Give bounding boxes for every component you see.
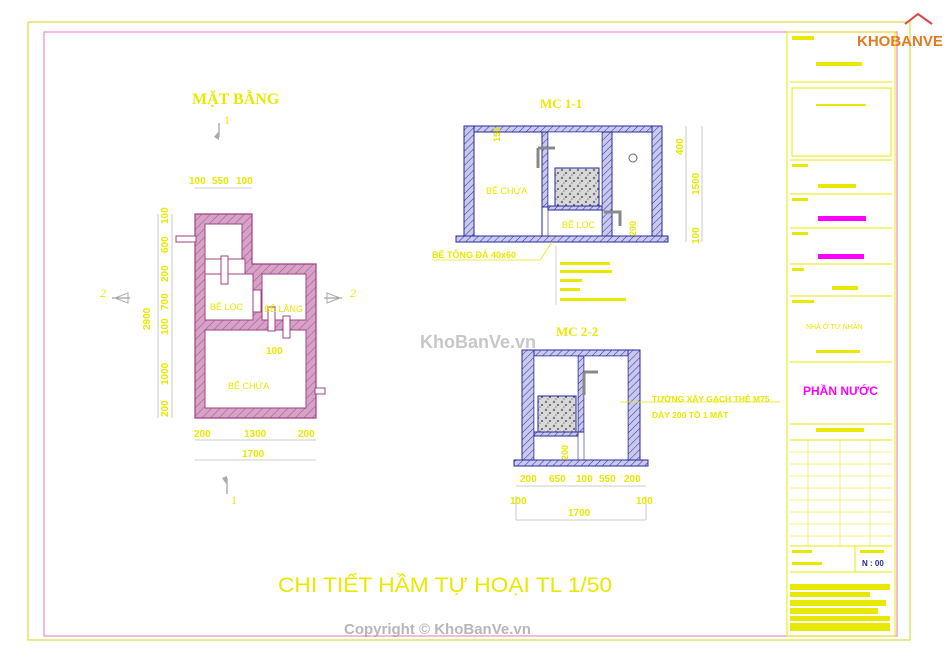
svg-text:200: 200 — [160, 265, 171, 282]
section11-label-storage: BỂ CHỨA — [486, 185, 527, 196]
brand-logo: KHOBANVE — [857, 12, 943, 50]
svg-text:1700: 1700 — [568, 508, 591, 519]
svg-text:BÊ TÔNG ĐÁ 40x60: BÊ TÔNG ĐÁ 40x60 — [432, 249, 516, 260]
svg-text:DÀY 200 TÔ 1 MẶT: DÀY 200 TÔ 1 MẶT — [652, 409, 729, 420]
titleblock-drawing-name: PHẦN NƯỚC — [803, 383, 878, 398]
section22-structure — [513, 349, 649, 467]
svg-text:200: 200 — [624, 474, 641, 485]
svg-text:2: 2 — [100, 286, 106, 300]
house-icon — [904, 12, 933, 25]
copyright-text: Copyright © KhoBanVe.vn — [344, 621, 531, 638]
plan-pipes — [175, 235, 326, 395]
plan-left-dimensions: 100 600 200 700 100 1000 200 2900 — [142, 207, 173, 418]
main-title: CHI TIẾT HẦM TỰ HOẠI TL 1/50 — [278, 574, 612, 597]
svg-text:400: 400 — [675, 138, 686, 155]
svg-text:100: 100 — [691, 227, 702, 244]
svg-text:1500: 1500 — [691, 172, 702, 195]
svg-text:600: 600 — [160, 236, 171, 253]
svg-text:1: 1 — [231, 493, 237, 507]
svg-text:100: 100 — [636, 496, 653, 507]
plan-walls — [194, 213, 317, 419]
svg-text:100: 100 — [236, 176, 253, 187]
plan-title: MẶT BẰNG — [192, 89, 280, 108]
svg-text:200: 200 — [160, 400, 171, 417]
inner-frame — [43, 31, 898, 637]
svg-text:700: 700 — [160, 293, 171, 310]
section11-dim-inner: 200 — [628, 221, 638, 236]
svg-text:650: 650 — [549, 474, 566, 485]
section11-structure — [455, 125, 669, 243]
svg-text:200: 200 — [520, 474, 537, 485]
section22-dim-inner: 200 — [560, 445, 570, 460]
section11-label-filter: BỂ LỌC — [562, 219, 596, 230]
section-mark-top: 1 — [214, 113, 230, 140]
section11-dim-top: 150 — [492, 127, 502, 142]
title-block — [786, 31, 896, 637]
svg-text:100: 100 — [510, 496, 527, 507]
logo-text: KHOBANVE — [857, 33, 943, 50]
plan-label-storage: BỂ CHỨA — [228, 380, 269, 391]
section22-bottom-dimensions: 200 650 100 550 200 100 100 1700 — [510, 474, 653, 521]
titleblock-owner: NHÀ Ở TƯ NHÂN — [806, 322, 863, 331]
section22-title: MC 2-2 — [556, 324, 598, 339]
svg-text:200: 200 — [298, 429, 315, 440]
section-mark-right: 2 — [324, 286, 356, 304]
titleblock-sheet: N : 00 — [862, 559, 884, 568]
svg-text:550: 550 — [212, 176, 229, 187]
svg-text:100: 100 — [160, 318, 171, 335]
svg-text:550: 550 — [599, 474, 616, 485]
svg-text:2: 2 — [350, 286, 356, 300]
watermark-center: KhoBanVe.vn — [420, 332, 536, 352]
plan-bottom-dimensions: 200 1300 200 1700 — [194, 429, 316, 461]
outer-frame — [27, 21, 911, 641]
svg-text:1: 1 — [224, 113, 230, 127]
svg-text:100: 100 — [576, 474, 593, 485]
svg-text:1300: 1300 — [244, 429, 267, 440]
svg-text:100: 100 — [160, 207, 171, 224]
svg-text:2900: 2900 — [142, 307, 153, 330]
svg-text:1000: 1000 — [160, 362, 171, 385]
svg-text:200: 200 — [194, 429, 211, 440]
section11-right-dimensions: 400 1500 100 — [675, 126, 703, 244]
section-mark-bottom: 1 — [222, 476, 237, 507]
plan-label-settle: BỂ LẮNG — [264, 303, 303, 314]
svg-text:100: 100 — [189, 176, 206, 187]
section22-wall-callout: TƯỜNG XÂY GẠCH THẺ M75 DÀY 200 TÔ 1 MẶT — [620, 393, 780, 420]
plan-dim-100: 100 — [266, 346, 283, 357]
plan-label-filter: BỂ LỌC — [210, 301, 244, 312]
section11-title: MC 1-1 — [540, 96, 582, 111]
svg-text:TƯỜNG XÂY GẠCH THẺ M75: TƯỜNG XÂY GẠCH THẺ M75 — [652, 393, 770, 404]
plan-top-dimensions: 100 550 100 — [189, 176, 253, 189]
svg-text:1700: 1700 — [242, 449, 265, 460]
section11-base-callout: BÊ TÔNG ĐÁ 40x60 — [432, 241, 626, 305]
section-mark-left: 2 — [100, 286, 130, 304]
